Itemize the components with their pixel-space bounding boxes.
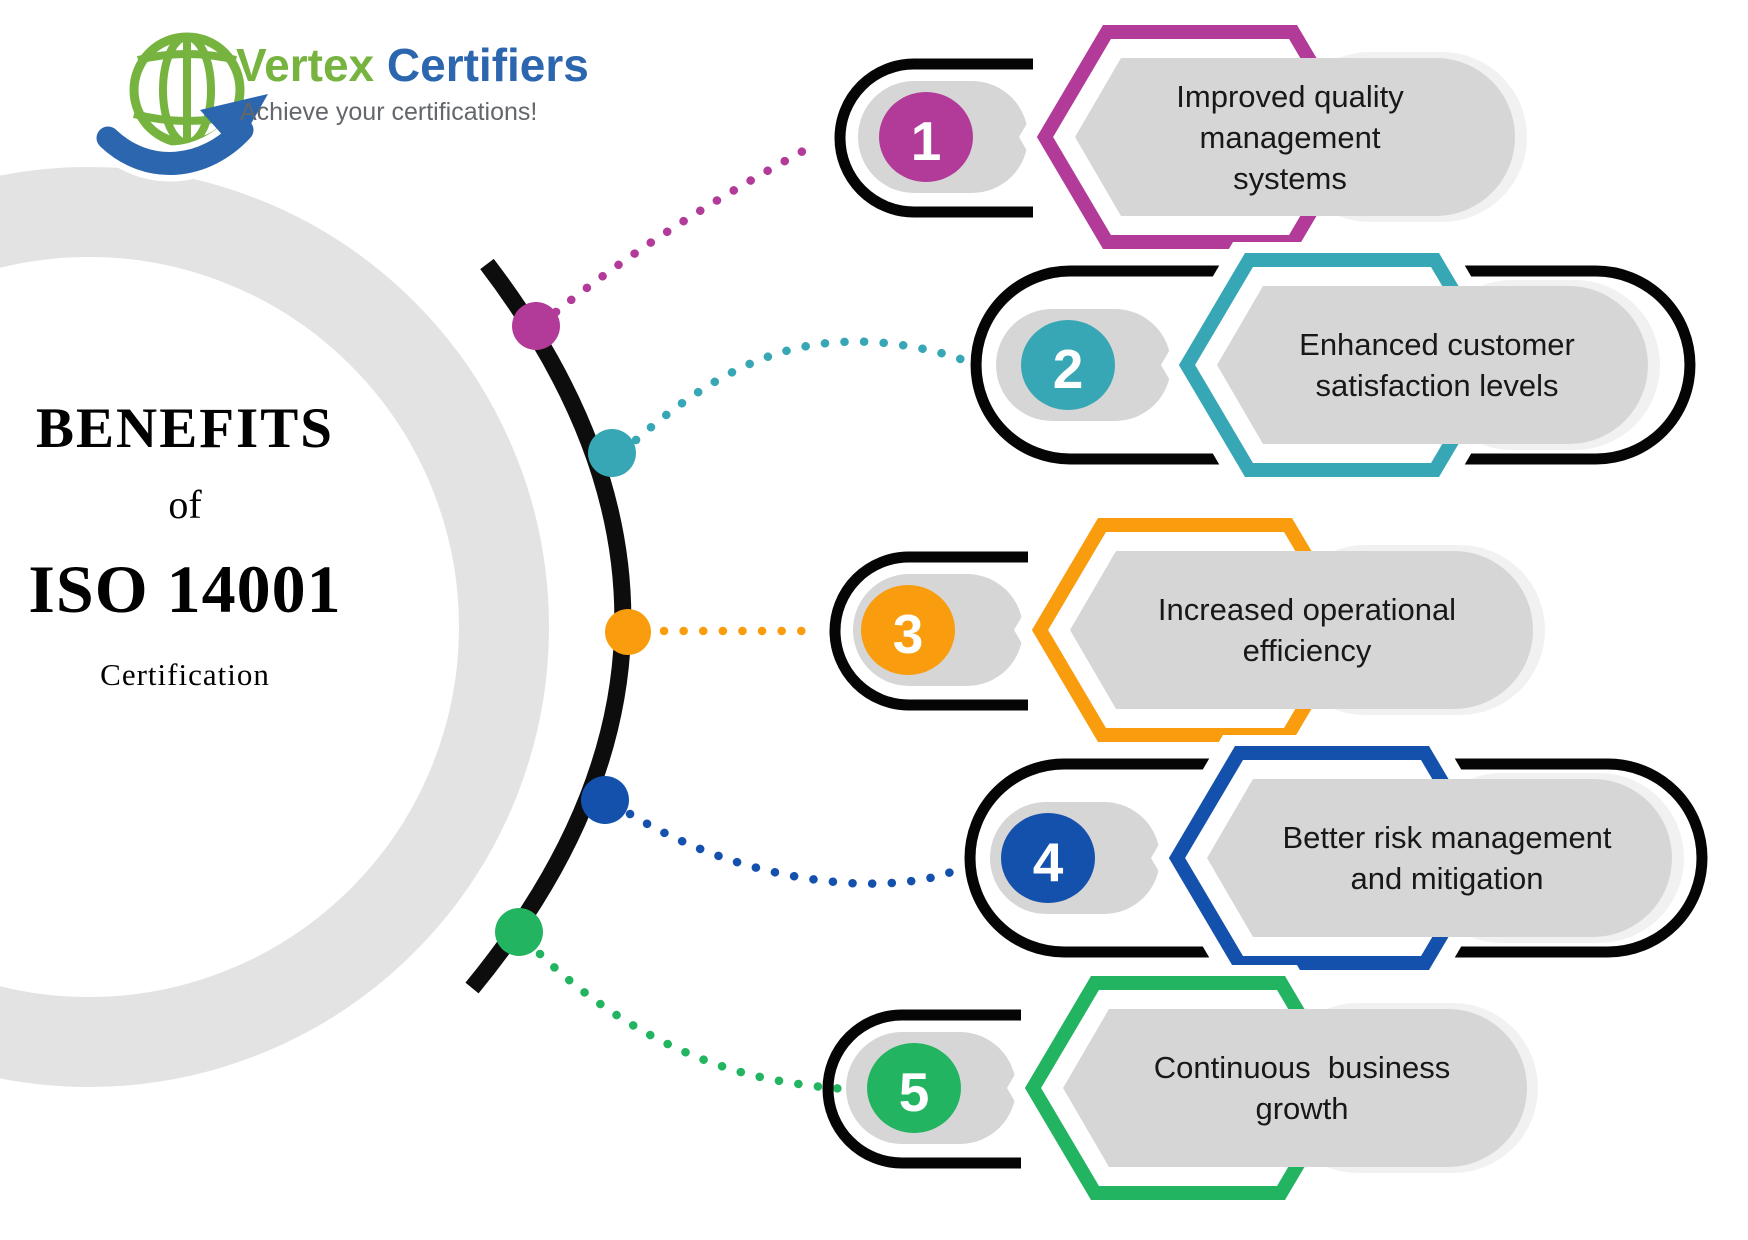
row5-outline (822, 1009, 1021, 1169)
title-benefits: BENEFITS (36, 397, 334, 460)
row2-outline (970, 265, 1696, 465)
row1-text-pill (1075, 58, 1515, 216)
connector-dotted-4 (625, 809, 963, 888)
title-certification: Certification (100, 657, 270, 692)
decorative-ring (0, 167, 549, 1087)
arc-dot-1 (512, 302, 560, 350)
row3-outline (829, 551, 1028, 711)
benefit-row-2: 2 (970, 242, 1696, 488)
row5-number-circle (867, 1043, 961, 1133)
row4-text-pill (1207, 779, 1672, 937)
benefit-row-4: 4 (964, 735, 1708, 981)
benefit-label-5: Continuous business growth (1153, 1050, 1451, 1126)
row1-number-circle (879, 92, 973, 182)
connector-dotted-5 (535, 949, 898, 1095)
benefit-label-2: Enhanced customer satisfaction levels (1299, 327, 1575, 403)
title-iso-14001: ISO 14001 (28, 551, 342, 627)
logo-brand-primary: Vertex (236, 39, 375, 91)
benefit-label-3: Increased operational efficiency (1157, 592, 1457, 668)
benefit-row-5: 5 (822, 965, 1538, 1211)
logo-tagline: Achieve your certifications! (240, 98, 538, 126)
row1-number: 1 (911, 110, 942, 172)
logo-brand-secondary: Certifiers (386, 39, 589, 91)
title-block: BENEFITS of ISO 14001 Certification (0, 396, 400, 693)
benefit-label-4: Better risk management and mitigation (1282, 820, 1612, 896)
row5-text-pill (1063, 1009, 1527, 1167)
arc-dot-4 (581, 776, 629, 824)
row3-text-pill (1070, 551, 1533, 709)
row1-outline (834, 58, 1033, 218)
logo-wordmark: Vertex Certifiers (236, 38, 589, 92)
connector-dotted-2 (631, 337, 968, 445)
arc-dot-5 (495, 908, 543, 956)
row4-outline (964, 758, 1708, 958)
globe-arrow-icon (95, 32, 268, 182)
row3-number-circle (861, 585, 955, 675)
row5-number: 5 (899, 1061, 930, 1123)
title-of: of (168, 482, 202, 527)
arc-dot-2 (588, 429, 636, 477)
benefit-row-3: 3 (829, 507, 1545, 753)
row3-number: 3 (893, 603, 924, 665)
connector-dotted-1 (551, 139, 821, 317)
row2-number: 2 (1053, 338, 1084, 400)
row2-number-circle (1021, 320, 1115, 410)
arc-dot-3 (605, 609, 651, 655)
benefit-label-1: Improved quality management systems (1176, 78, 1404, 196)
benefit-row-1: 1 (834, 14, 1527, 260)
row4-number-circle (1001, 813, 1095, 903)
row2-text-pill (1217, 286, 1648, 444)
row4-number: 4 (1033, 831, 1064, 893)
